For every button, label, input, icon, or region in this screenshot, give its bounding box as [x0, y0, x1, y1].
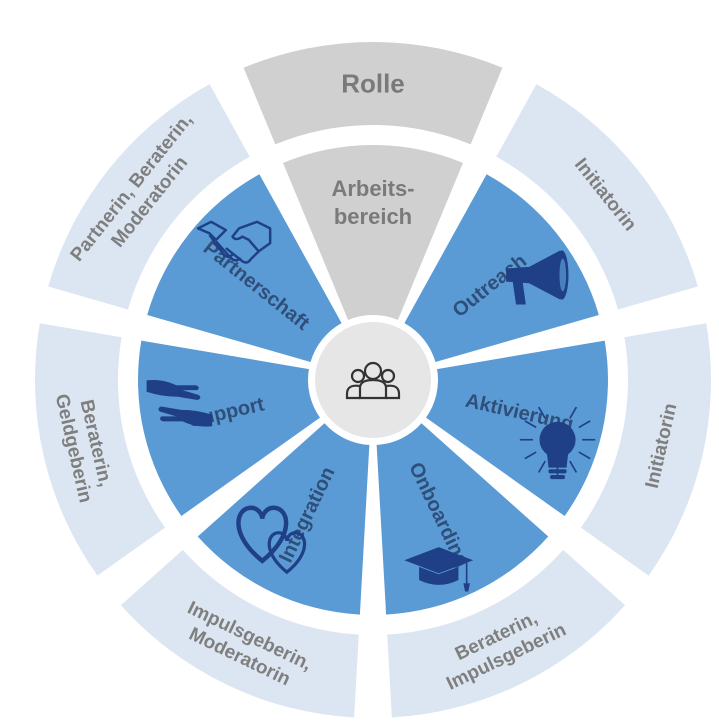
header-outer-sector	[243, 41, 503, 145]
role-sector-onboarding	[387, 549, 626, 718]
segment-partnerschaft	[147, 174, 342, 363]
role-sector-aktivierung	[580, 323, 711, 576]
segment-outreach	[404, 174, 599, 363]
segment-support	[138, 340, 320, 517]
header-role-label: Rolle	[341, 69, 405, 99]
handshake-icon	[196, 220, 272, 264]
people-group-icon	[345, 361, 401, 400]
role-sector-outreach	[496, 84, 698, 310]
graduation-cap-icon	[404, 547, 474, 592]
header-area-label-line: bereich	[334, 204, 412, 229]
helping-hands-icon	[146, 379, 213, 427]
header-area-label-line: Arbeits-	[331, 176, 414, 201]
megaphone-icon	[506, 250, 569, 305]
role-sector-support	[35, 323, 166, 576]
role-sector-integration	[120, 549, 359, 718]
lightbulb-icon	[519, 406, 596, 480]
segment-onboarding	[376, 423, 549, 615]
header-inner-sector	[283, 145, 463, 320]
role-sector-partnerschaft	[48, 84, 250, 310]
